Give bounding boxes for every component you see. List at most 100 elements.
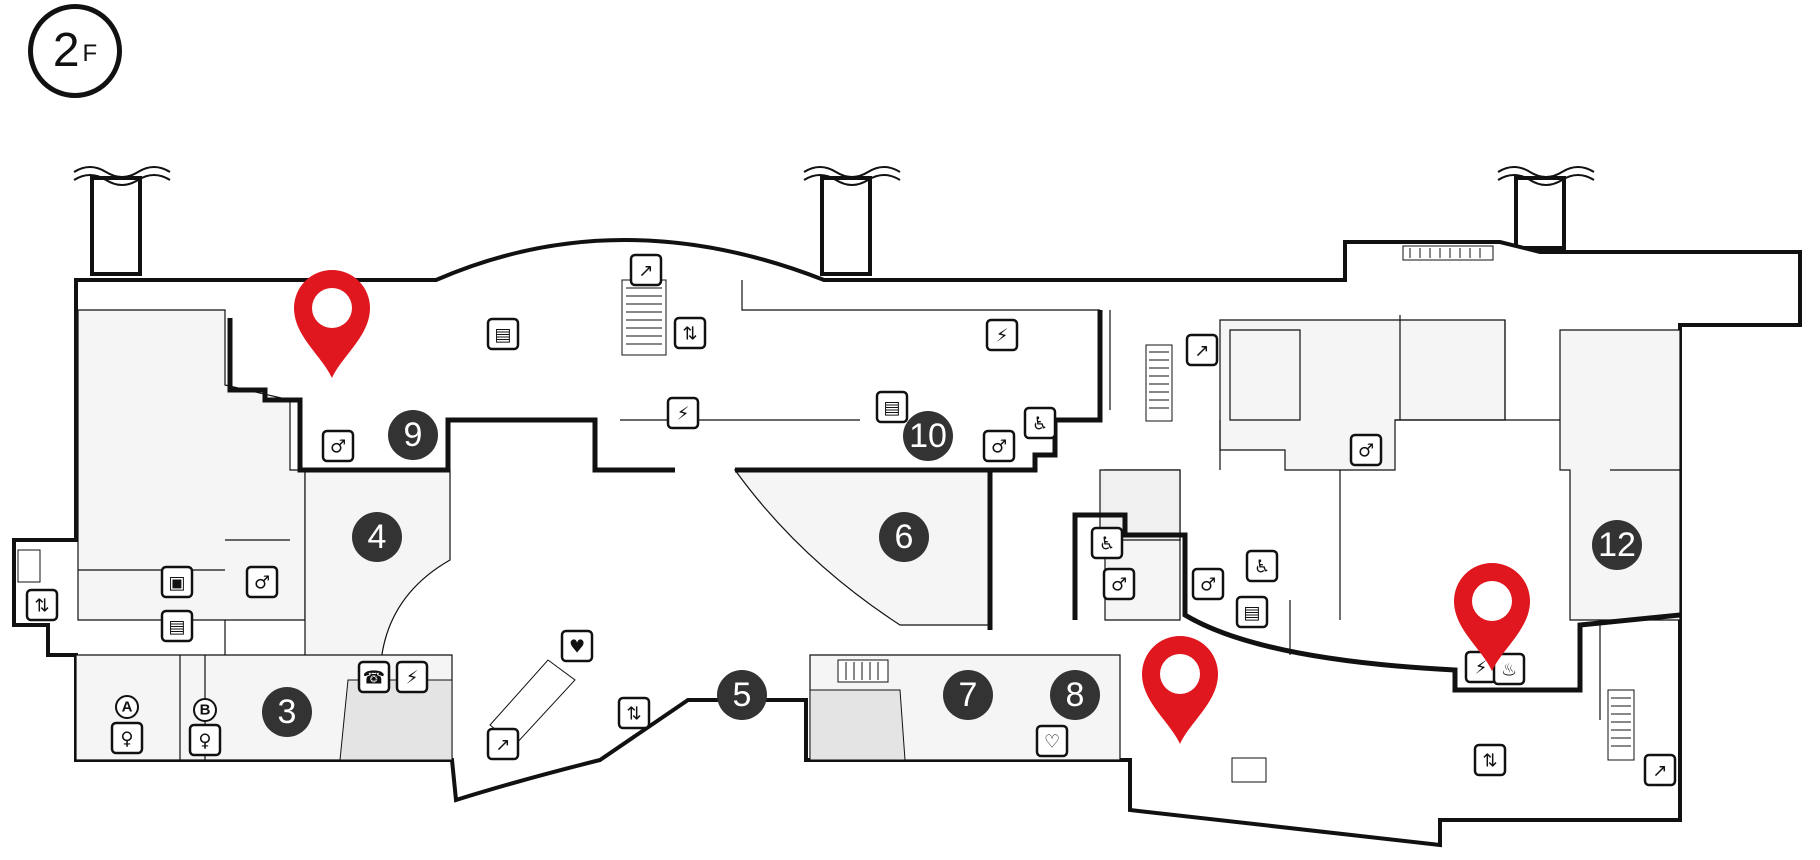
restroom-icon: ♂ — [1102, 567, 1136, 601]
svg-text:♿: ♿ — [1099, 534, 1115, 555]
svg-text:↗: ↗ — [1652, 761, 1667, 782]
svg-text:↗: ↗ — [495, 735, 510, 756]
zone-number: 6 — [895, 518, 914, 556]
security-walls — [227, 310, 1681, 693]
svg-text:☎: ☎ — [363, 668, 385, 689]
svg-text:↗: ↗ — [638, 261, 653, 282]
svg-text:⇅: ⇅ — [626, 704, 641, 725]
location-pins[interactable] — [294, 270, 1530, 744]
gate-a: A — [115, 695, 139, 719]
svg-text:♿: ♿ — [1032, 414, 1048, 435]
svg-text:▤: ▤ — [1243, 603, 1260, 624]
svg-text:⚡: ⚡ — [406, 668, 419, 689]
phone-icon: ☎ — [357, 660, 391, 694]
svg-text:⚡: ⚡ — [996, 326, 1009, 347]
charging-icon: ⚡ — [666, 396, 700, 430]
floor-indicator: 2 F — [28, 4, 122, 98]
svg-text:⚡: ⚡ — [1475, 658, 1488, 679]
svg-text:⇅: ⇅ — [34, 596, 49, 617]
priority-seat-icon: ♀ — [188, 723, 222, 757]
nursing-icon: ♡ — [1035, 724, 1069, 758]
zone-number: 4 — [368, 518, 387, 556]
smoking-room-icon: ♨ — [1492, 652, 1526, 686]
atm-icon: ▤ — [1235, 595, 1269, 629]
escalator-icon: ↗ — [1643, 753, 1677, 787]
zone-number: 12 — [1598, 526, 1636, 564]
zone-badge-12: 12 — [1592, 520, 1642, 570]
zone-badge-9: 9 — [388, 410, 438, 460]
svg-text:♨: ♨ — [1501, 660, 1517, 681]
zone-number: 7 — [959, 676, 978, 714]
accessible-restroom-icon: ♿ — [1023, 406, 1057, 440]
svg-text:♂: ♂ — [1111, 575, 1127, 596]
svg-text:♂: ♂ — [254, 573, 270, 594]
elevator-icon: ⇅ — [617, 696, 651, 730]
svg-text:B: B — [200, 702, 211, 719]
charging-icon: ⚡ — [395, 660, 429, 694]
floor-number: 2 — [52, 24, 80, 77]
zone-number: 5 — [733, 676, 752, 714]
svg-text:♂: ♂ — [1358, 441, 1374, 462]
location-pin[interactable] — [294, 270, 370, 378]
zone-badge-3: 3 — [262, 687, 312, 737]
svg-text:♂: ♂ — [1200, 575, 1216, 596]
restroom-icon: ♂ — [982, 429, 1016, 463]
floor-suffix: F — [82, 40, 98, 67]
charging-icon: ⚡ — [985, 318, 1019, 352]
svg-text:▤: ▤ — [168, 617, 185, 638]
escalator-icon: ↗ — [486, 727, 520, 761]
restroom-icon: ♂ — [1191, 567, 1225, 601]
zone-number: 3 — [278, 693, 297, 731]
zone-markers: 3 4 5 6 7 8 9 10 12 — [262, 410, 1642, 737]
svg-text:♡: ♡ — [1044, 732, 1060, 753]
elevator-icon: ⇅ — [25, 588, 59, 622]
zone-badge-7: 7 — [943, 670, 993, 720]
svg-text:♂: ♂ — [991, 437, 1007, 458]
svg-text:⇅: ⇅ — [682, 324, 697, 345]
aed-icon: ♥ — [560, 629, 594, 663]
atm-icon: ▤ — [486, 317, 520, 351]
gate-b: B — [193, 698, 217, 722]
escalator-steps — [626, 248, 1631, 747]
zone-badge-4: 4 — [352, 512, 402, 562]
accessible-restroom-icon: ♿ — [1090, 526, 1124, 560]
location-pin[interactable] — [1454, 563, 1530, 671]
svg-text:♥: ♥ — [569, 637, 585, 658]
zone-badge-5: 5 — [717, 670, 767, 720]
location-pin[interactable] — [1142, 636, 1218, 744]
svg-text:♀: ♀ — [120, 729, 133, 750]
zone-badge-8: 8 — [1050, 670, 1100, 720]
zone-number: 10 — [909, 417, 947, 455]
zone-badge-6: 6 — [879, 512, 929, 562]
accessible-restroom-icon: ♿ — [1245, 549, 1279, 583]
shaded-areas — [339, 679, 906, 761]
svg-text:▤: ▤ — [494, 325, 511, 346]
elevator-icon: ⇅ — [1473, 743, 1507, 777]
svg-text:♀: ♀ — [198, 731, 211, 752]
svg-text:A: A — [122, 699, 133, 716]
rooms — [75, 309, 1681, 761]
restroom-icon: ♂ — [245, 565, 279, 599]
svg-text:♿: ♿ — [1254, 557, 1270, 578]
zone-number: 9 — [404, 416, 423, 454]
svg-text:♂: ♂ — [330, 437, 346, 458]
atm-icon: ▤ — [875, 390, 909, 424]
svg-text:⚡: ⚡ — [677, 404, 690, 425]
zone-badge-10: 10 — [903, 411, 953, 461]
corridor-break-marks — [73, 166, 1595, 186]
luggage-icon: ▣ — [160, 565, 194, 599]
restroom-icon: ♂ — [1349, 433, 1383, 467]
zone-number: 8 — [1066, 676, 1085, 714]
svg-text:⇅: ⇅ — [1482, 751, 1497, 772]
escalator-icon: ↗ — [1185, 333, 1219, 367]
svg-text:↗: ↗ — [1194, 341, 1209, 362]
escalator-icon: ↗ — [629, 253, 663, 287]
svg-text:▣: ▣ — [168, 573, 185, 594]
elevator-icon: ⇅ — [673, 316, 707, 350]
priority-seat-icon: ♀ — [110, 721, 144, 755]
atm-icon: ▤ — [160, 609, 194, 643]
restroom-icon: ♂ — [321, 429, 355, 463]
connector-corridors — [90, 176, 1566, 276]
